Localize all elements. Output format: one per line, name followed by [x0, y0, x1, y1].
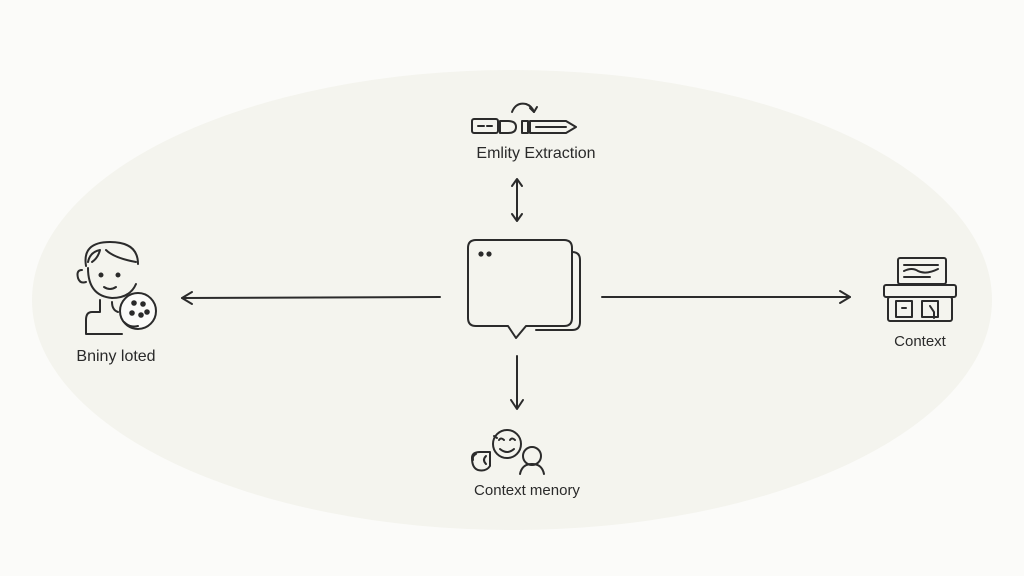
document-cabinet-icon — [883, 257, 957, 322]
people-memory-icon — [471, 429, 545, 475]
background-halo — [32, 70, 992, 530]
arrow-center-to-right — [601, 290, 851, 304]
right-node-label: Context — [894, 333, 946, 350]
arrow-center-to-left — [181, 291, 441, 305]
arrow-center-to-bottom — [510, 355, 524, 410]
arrow-center-to-top — [511, 178, 523, 222]
left-node-label: Bniny loted — [76, 348, 156, 365]
entity-extraction-icon — [471, 102, 577, 134]
bottom-node-label: Context menory — [474, 482, 580, 499]
chat-window-icon — [467, 239, 581, 339]
top-node-label: Emlity Extraction — [476, 145, 596, 162]
user-avatar-icon — [76, 241, 157, 335]
